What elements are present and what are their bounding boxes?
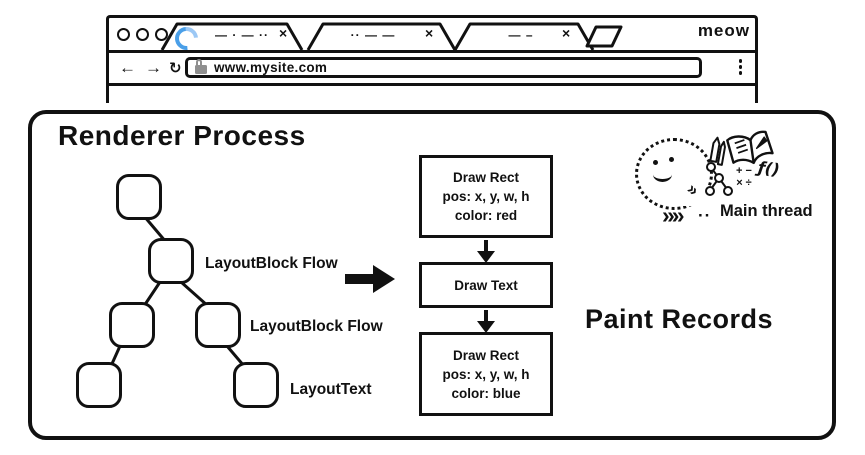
- paint-records-title: Paint Records: [585, 304, 774, 334]
- main-thread-label: Main thread: [720, 202, 813, 220]
- nav-bar: ← → ↻ www.mysite.com: [109, 53, 755, 86]
- layout-tree-node: [76, 362, 122, 408]
- tab-1-title[interactable]: — · — ··: [215, 28, 269, 42]
- paint-record-box: Draw Rect pos: x, y, w, h color: blue: [419, 332, 553, 416]
- paint-record-line: pos: x, y, w, h: [442, 189, 530, 204]
- tab-2-title[interactable]: ·· — —: [350, 28, 396, 42]
- book-icon: [726, 130, 774, 165]
- window-control-dot[interactable]: [136, 28, 149, 41]
- layout-tree-node: [148, 238, 194, 284]
- motion-chevrons-icon: »»: [662, 202, 685, 228]
- dom-tree-icon: [705, 162, 733, 196]
- motion-trail-dots: ··: [698, 206, 712, 225]
- math-row: + −: [736, 165, 752, 177]
- mascot-eye-icon: [653, 160, 658, 165]
- tab-1-close-icon[interactable]: ×: [279, 25, 288, 41]
- window-control-dot[interactable]: [155, 28, 168, 41]
- math-icon: + − × ÷: [736, 165, 752, 189]
- pencil-icon: [709, 136, 726, 166]
- mascot-eye-icon: [669, 157, 674, 162]
- layout-tree-node: [116, 174, 162, 220]
- math-row: × ÷: [736, 177, 752, 189]
- renderer-process-box: Renderer Process LayoutBlock Flow Layout…: [28, 110, 836, 440]
- paint-record-box: Draw Text: [419, 262, 553, 308]
- layout-tree-node: [109, 302, 155, 348]
- layout-node-label: LayoutBlock Flow: [205, 255, 338, 272]
- layout-node-label: LayoutText: [290, 381, 372, 398]
- main-thread-loop-icon: [635, 138, 713, 210]
- tab-3-close-icon[interactable]: ×: [562, 25, 571, 41]
- layout-tree-node: [233, 362, 279, 408]
- layout-node-label: LayoutBlock Flow: [250, 318, 383, 335]
- tab-outlines: [160, 22, 623, 50]
- mascot-smile-icon: [653, 167, 672, 182]
- browser-brand: meow: [697, 21, 750, 40]
- paint-record-box: Draw Rect pos: x, y, w, h color: red: [419, 155, 553, 238]
- back-icon[interactable]: ←: [119, 58, 136, 77]
- paint-record-line: Draw Text: [454, 277, 518, 293]
- tab-3-title[interactable]: — –: [508, 28, 534, 42]
- window-control-dot[interactable]: [117, 28, 130, 41]
- lock-icon: [195, 58, 207, 74]
- tab-2-close-icon[interactable]: ×: [425, 25, 434, 41]
- paint-record-line: Draw Rect: [452, 347, 520, 363]
- reload-icon[interactable]: ↻: [169, 59, 182, 77]
- overflow-menu-icon[interactable]: [738, 59, 742, 75]
- paint-record-line: color: red: [454, 208, 518, 223]
- browser-window: — · — ·· × ·· — — × — – × meow ← → ↻ www…: [106, 15, 758, 103]
- loop-gap: [682, 188, 712, 206]
- renderer-process-title: Renderer Process: [58, 120, 306, 151]
- url-text: www.mysite.com: [214, 60, 328, 75]
- layout-tree-node: [195, 302, 241, 348]
- flow-arrow-icon: [345, 265, 397, 293]
- paint-record-line: pos: x, y, w, h: [442, 366, 530, 382]
- new-tab-icon: [585, 25, 623, 48]
- window-controls: [117, 28, 168, 41]
- paint-record-line: Draw Rect: [452, 170, 520, 185]
- url-bar[interactable]: www.mysite.com: [185, 57, 702, 78]
- function-icon: ƒ(): [756, 157, 781, 180]
- forward-icon[interactable]: →: [145, 58, 162, 77]
- paint-record-line: color: blue: [451, 385, 521, 401]
- tab-bar: — · — ·· × ·· — — × — – × meow: [109, 18, 755, 55]
